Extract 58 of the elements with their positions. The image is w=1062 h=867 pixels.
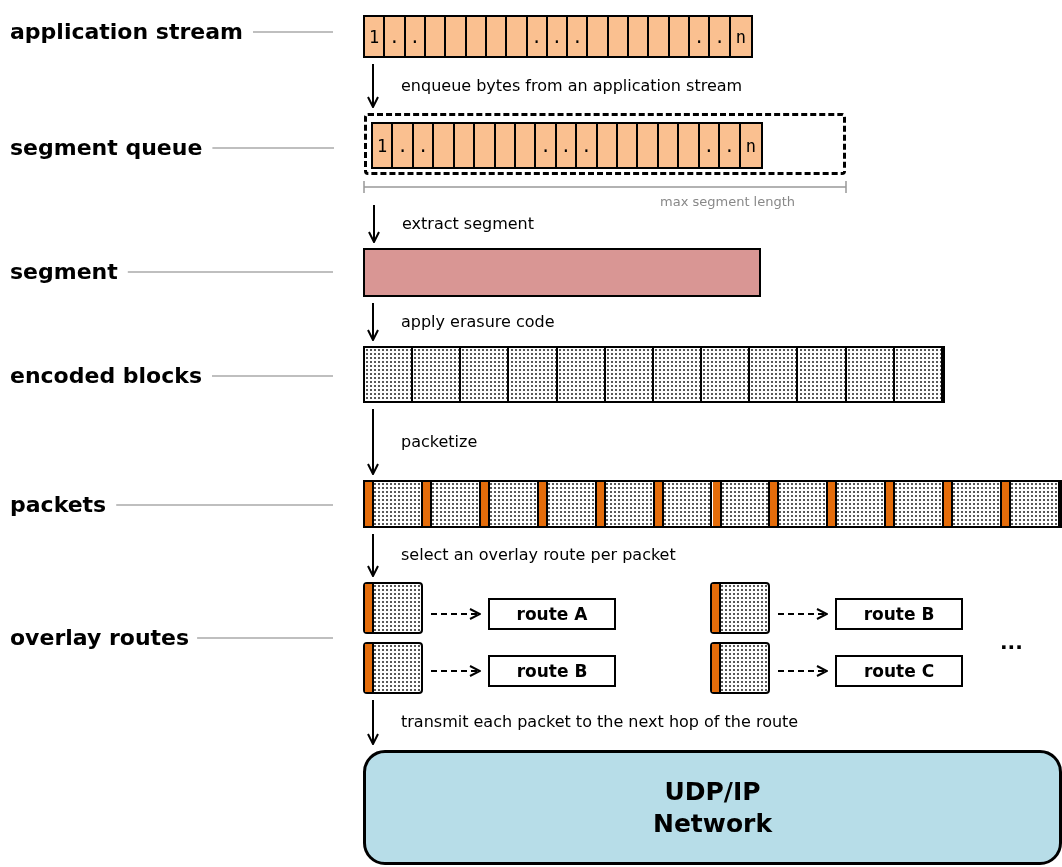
byte-char: . (540, 135, 551, 156)
ellipsis-mark: ... (1000, 630, 1023, 654)
byte-char: . (531, 26, 542, 47)
byte-char: . (581, 135, 592, 156)
segment-bar (363, 248, 761, 297)
byte-char: 1 (377, 135, 388, 156)
byte-char: . (389, 26, 400, 47)
arrow (367, 302, 379, 341)
row-label: packets (10, 492, 107, 518)
leader-line (127, 271, 334, 273)
edge-label: select an overlay route per packet (398, 545, 679, 565)
arrow (777, 608, 828, 620)
row-label: segment (10, 259, 118, 285)
leader-line (196, 637, 334, 639)
byte-char: . (714, 26, 725, 47)
byte-char: n (735, 26, 746, 47)
arrow (367, 699, 379, 745)
arrow (430, 665, 481, 677)
route-box: route B (835, 598, 963, 630)
dimension-label: max segment length (660, 194, 796, 209)
leader-line (211, 147, 335, 149)
packet-box (710, 642, 770, 694)
route-box: route B (488, 655, 616, 687)
byte-char: . (397, 135, 408, 156)
arrow (367, 63, 379, 108)
arrow (367, 533, 379, 577)
row-label: segment queue (10, 135, 203, 161)
route-box: route C (835, 655, 963, 687)
segment-queue-box (364, 113, 846, 175)
row-label: overlay routes (10, 625, 190, 651)
packet-box (710, 582, 770, 634)
arrow (777, 665, 828, 677)
leader-line (252, 31, 334, 33)
leader-line (115, 504, 334, 506)
packets-bar (363, 480, 1062, 528)
byte-char: . (551, 26, 563, 47)
byte-char: . (694, 26, 705, 47)
row-label: application stream (10, 19, 243, 45)
byte-stream-bar (363, 15, 753, 58)
row-label: encoded blocks (10, 363, 202, 389)
byte-char: 1 (369, 26, 380, 47)
byte-char: . (560, 135, 572, 156)
arrow (367, 408, 379, 475)
arrow (368, 204, 380, 243)
byte-char: . (724, 135, 735, 156)
packet-box (363, 582, 423, 634)
byte-char: n (745, 135, 756, 156)
arrow (430, 608, 481, 620)
byte-queue-bar (371, 122, 763, 169)
byte-char: . (703, 135, 715, 156)
byte-char: . (417, 135, 429, 156)
packet-box (363, 642, 423, 694)
network-box: UDP/IP Network (363, 750, 1062, 865)
encoded-blocks-bar (363, 346, 945, 403)
leader-line (211, 375, 334, 377)
byte-char: . (409, 26, 420, 47)
route-box: route A (488, 598, 616, 630)
byte-char: . (572, 26, 583, 47)
